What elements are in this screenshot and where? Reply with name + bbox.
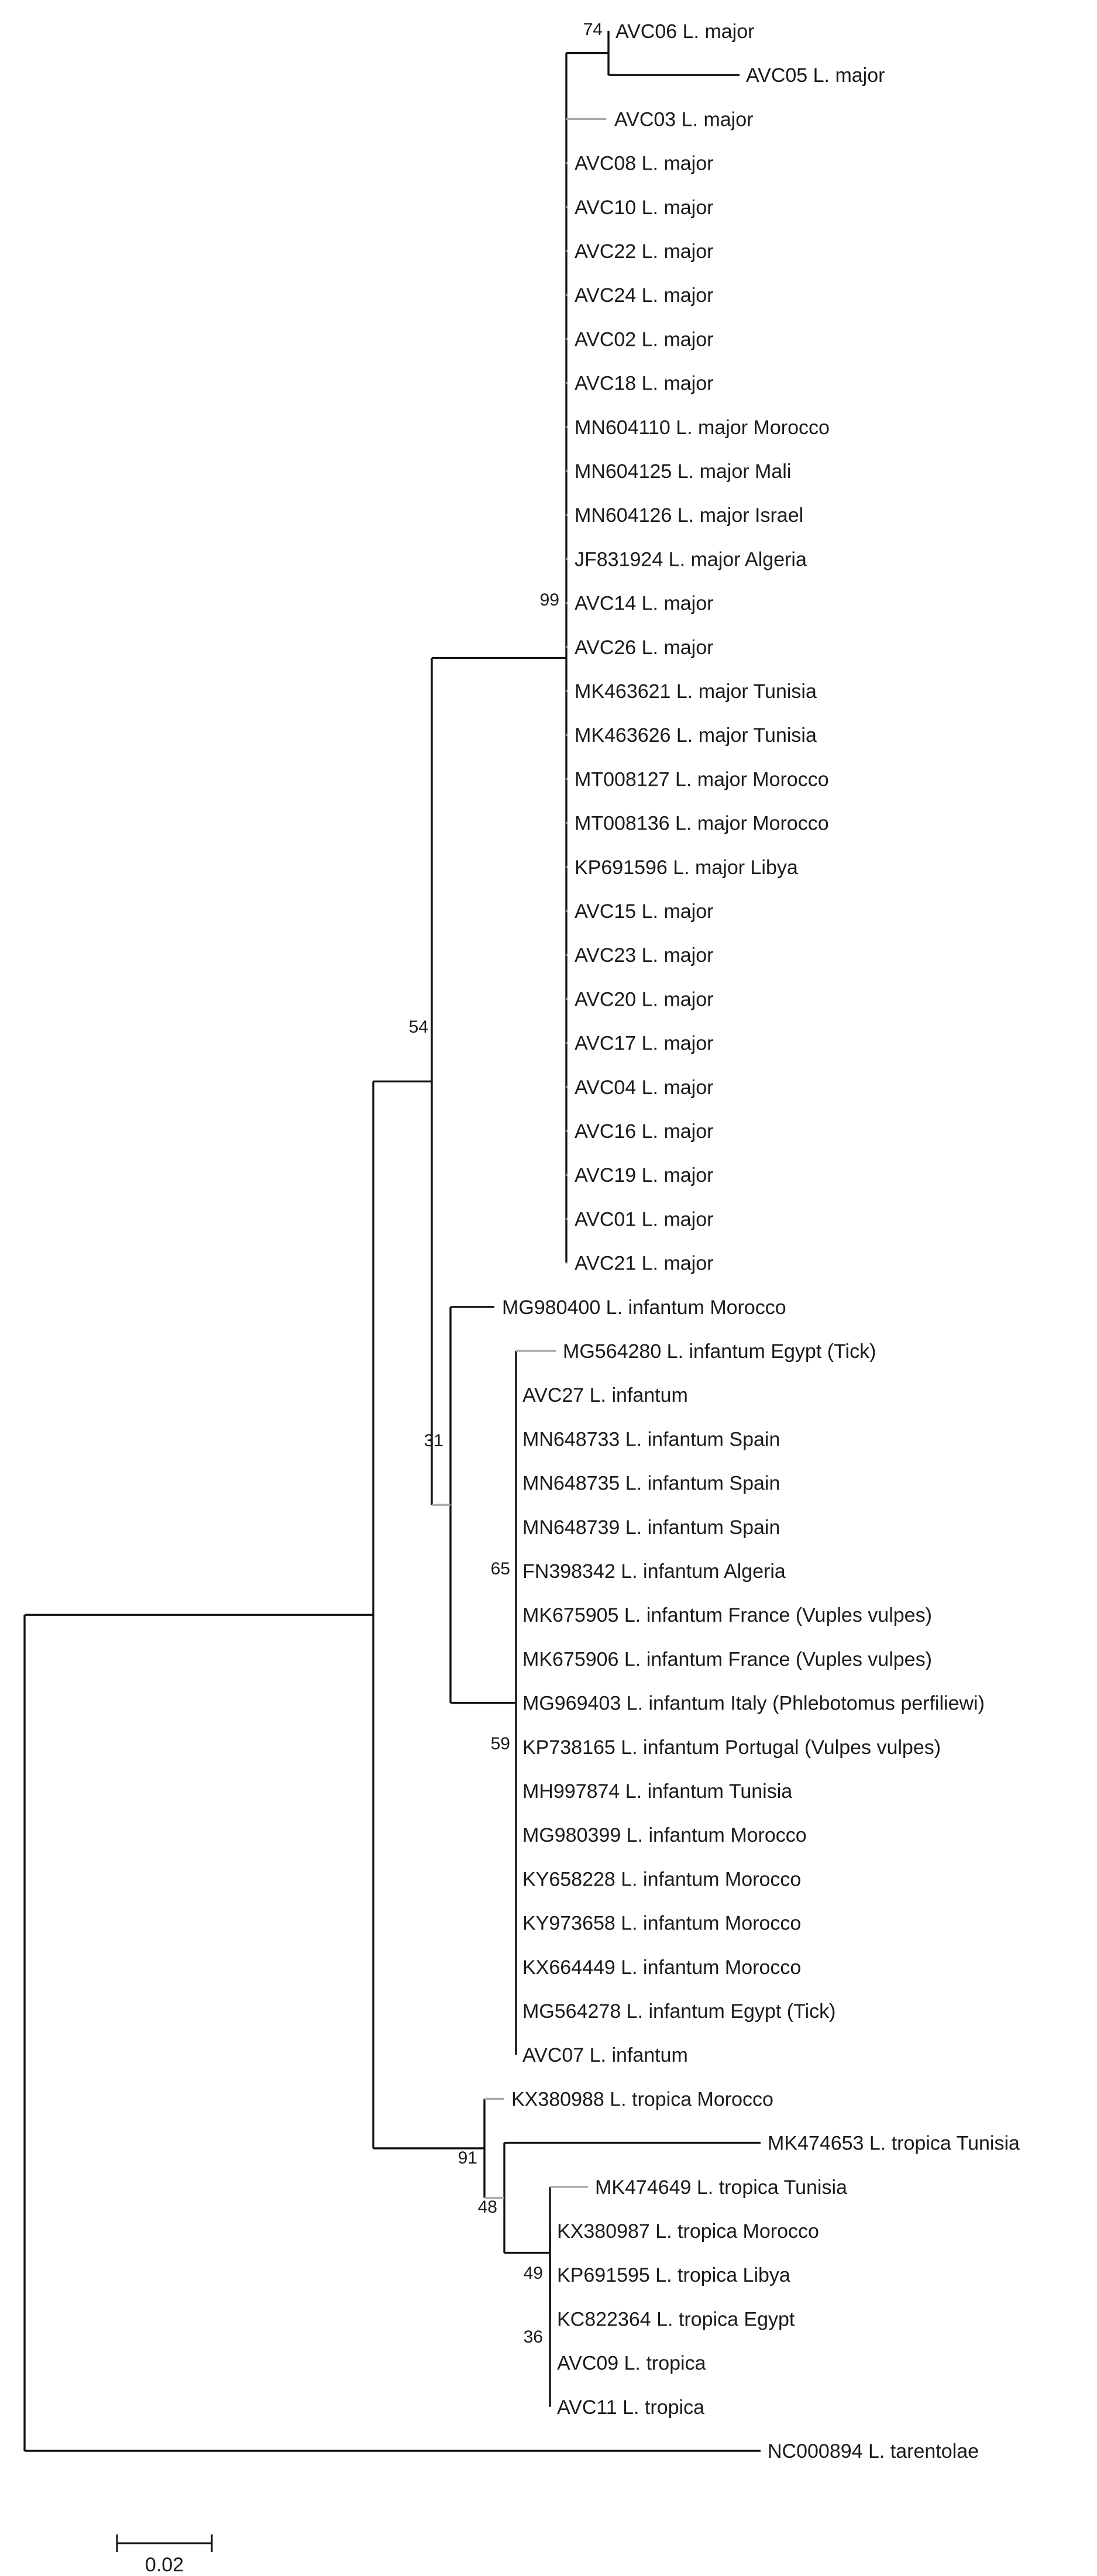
bootstrap-value: 65 (491, 1559, 510, 1578)
tree-branches (23, 31, 761, 2452)
leaf-label: AVC02 L. major (575, 328, 713, 350)
leaf-label: AVC24 L. major (575, 284, 713, 307)
leaf-label: MN648739 L. infantum Spain (522, 1516, 780, 1539)
leaf-label: FN398342 L. infantum Algeria (522, 1560, 786, 1583)
leaf-label: MG969403 L. infantum Italy (Phlebotomus … (522, 1693, 985, 1715)
scale-bar: 0.02 (116, 2534, 213, 2576)
leaf-label: KX380988 L. tropica Morocco (511, 2088, 773, 2110)
leaf-label: AVC09 L. tropica (557, 2353, 706, 2375)
leaf-label: MT008127 L. major Morocco (575, 768, 829, 790)
leaf-label: KP738165 L. infantum Portugal (Vulpes vu… (522, 1736, 941, 1759)
leaf-label: AVC03 L. major (614, 108, 753, 130)
leaf-label: MG980400 L. infantum Morocco (502, 1296, 786, 1319)
leaf-label: KP691595 L. tropica Libya (557, 2264, 790, 2286)
scale-bar-label: 0.02 (145, 2554, 184, 2576)
leaf-label: KY973658 L. infantum Morocco (522, 1913, 801, 1935)
bootstrap-labels: 74 99 54 31 65 59 91 48 49 36 (409, 20, 603, 2347)
leaf-label: MN648733 L. infantum Spain (522, 1428, 780, 1450)
leaf-label: MK675905 L. infantum France (Vuples vulp… (522, 1604, 932, 1626)
leaf-label: MG980399 L. infantum Morocco (522, 1824, 807, 1846)
leaf-label: MK463626 L. major Tunisia (575, 724, 817, 747)
leaf-label: MG564278 L. infantum Egypt (Tick) (522, 2000, 835, 2023)
bootstrap-value: 48 (478, 2197, 497, 2217)
leaf-label: NC000894 L. tarentolae (768, 2440, 979, 2462)
leaf-label: AVC01 L. major (575, 1208, 713, 1230)
leaf-label: AVC07 L. infantum (522, 2044, 688, 2066)
leaf-label: AVC27 L. infantum (522, 1384, 688, 1406)
leaf-label: MN604125 L. major Mali (575, 460, 791, 483)
leaf-label: AVC21 L. major (575, 1253, 713, 1275)
leaf-label: MG564280 L. infantum Egypt (Tick) (563, 1340, 876, 1363)
leaf-label: MK474649 L. tropica Tunisia (595, 2176, 847, 2199)
leaf-label: MH997874 L. infantum Tunisia (522, 1780, 792, 1803)
leaf-label: AVC19 L. major (575, 1164, 713, 1186)
leaf-label: AVC26 L. major (575, 637, 713, 659)
leaf-label: AVC11 L. tropica (557, 2396, 704, 2419)
bootstrap-value: 99 (540, 590, 559, 610)
leaf-label: MK474653 L. tropica Tunisia (768, 2133, 1020, 2155)
bootstrap-value: 49 (524, 2264, 543, 2283)
leaf-label: AVC20 L. major (575, 988, 713, 1010)
leaf-label: MN604110 L. major Morocco (575, 417, 830, 439)
leaf-label: JF831924 L. major Algeria (575, 548, 807, 570)
leaf-label: MN648735 L. infantum Spain (522, 1473, 780, 1495)
leaf-label: AVC17 L. major (575, 1033, 713, 1055)
leaf-label: KC822364 L. tropica Egypt (557, 2308, 795, 2330)
bootstrap-value: 91 (458, 2148, 477, 2168)
leaf-label: KX380987 L. tropica Morocco (557, 2220, 819, 2243)
bootstrap-value: 74 (583, 20, 603, 39)
leaf-label: AVC04 L. major (575, 1077, 713, 1099)
bootstrap-value: 31 (424, 1431, 443, 1450)
bootstrap-value: 36 (524, 2327, 543, 2347)
leaf-label: AVC14 L. major (575, 593, 713, 615)
bootstrap-value: 59 (491, 1734, 510, 1753)
leaf-label: AVC08 L. major (575, 153, 713, 175)
leaf-label: MT008136 L. major Morocco (575, 813, 829, 835)
leaf-label: MK463621 L. major Tunisia (575, 680, 817, 703)
leaf-label: AVC18 L. major (575, 373, 713, 395)
leaf-label: AVC10 L. major (575, 197, 713, 219)
leaf-label: AVC22 L. major (575, 240, 713, 263)
leaf-label: KY658228 L. infantum Morocco (522, 1868, 801, 1890)
leaf-label: KX664449 L. infantum Morocco (522, 1956, 801, 1979)
leaf-label: MN604126 L. major Israel (575, 504, 803, 527)
leaf-label: AVC16 L. major (575, 1120, 713, 1143)
leaf-label: KP691596 L. major Libya (575, 857, 798, 879)
leaf-label: AVC06 L. major (615, 20, 754, 43)
leaf-label: MK675906 L. infantum France (Vuples vulp… (522, 1648, 932, 1670)
leaf-label: AVC15 L. major (575, 900, 713, 923)
leaf-label: AVC05 L. major (746, 64, 885, 87)
bootstrap-value: 54 (409, 1017, 428, 1037)
leaf-label: AVC23 L. major (575, 944, 713, 967)
